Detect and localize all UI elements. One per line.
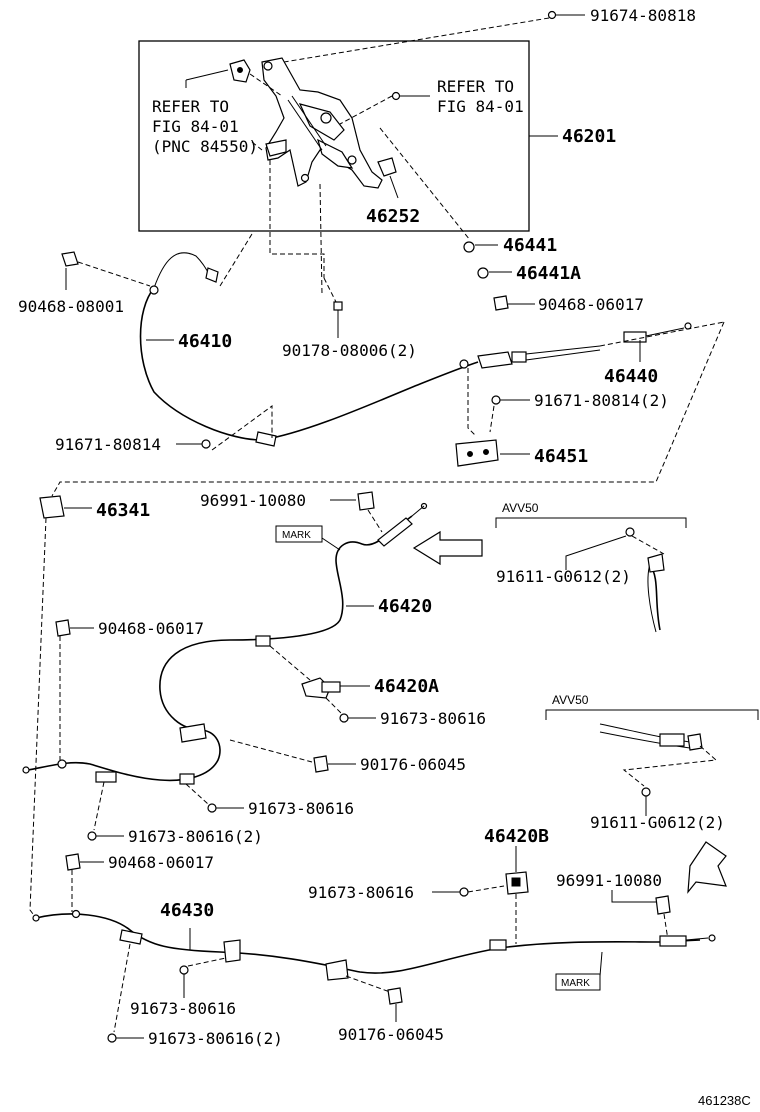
nut-46441 [463,241,498,253]
avv50-detail-top [625,527,665,633]
label-46252: 46252 [366,206,420,227]
label-90176-06045-top: 90176-06045 [360,755,466,774]
rear-cable-46420 [22,502,428,785]
label-46420A: 46420A [374,676,439,697]
bolt-91674-80818 [547,10,585,20]
rear-cable-46430 [32,909,716,981]
label-90468-06017-top: 90468-06017 [538,295,644,314]
clip-96991-10080-top [357,491,375,511]
equalizer-46440 [459,322,692,369]
parking-brake-pedal-assembly [261,57,383,189]
mark-label-bottom: MARK [561,978,590,989]
label-91673-80616-d: 91673-80616 [308,883,414,902]
bolt-91673-80616-f [107,1033,144,1043]
nut-90178-08006 [333,301,343,338]
bolt-91673-80616-d [459,885,505,897]
refer-note-right-line1: REFER TO [437,77,514,96]
avv50-detail-bottom [599,723,703,751]
label-46201: 46201 [562,126,616,147]
label-46441A: 46441A [516,263,581,284]
avv50-label-top: AVV50 [502,501,539,515]
refer-note-left-line1: REFER TO [152,97,229,116]
label-46341: 46341 [96,500,150,521]
label-96991-10080-top: 96991-10080 [200,491,306,510]
bolt-91671-80814-right [491,395,530,405]
bolt-91673-80616-b [207,803,244,813]
front-cable-46410 [139,252,479,447]
label-46440: 46440 [604,366,658,387]
figure-code: 461238C [698,1093,751,1108]
clip-90468-06017-bottom [65,853,81,871]
clip-90468-08001 [61,251,79,267]
refer-note-left-line3: (PNC 84550) [152,137,258,156]
refer-note-left-line2: FIG 84-01 [152,117,239,136]
mark-box-top [275,525,323,543]
label-91673-80616-c: 91673-80616(2) [128,827,263,846]
label-91673-80616-b: 91673-80616 [248,799,354,818]
label-46410: 46410 [178,331,232,352]
label-91673-80616-e: 91673-80616 [130,999,236,1018]
bolt-91673-80616-e [179,965,189,998]
clip-96991-10080-bottom [655,895,671,915]
label-46451: 46451 [534,446,588,467]
clip-90468-06017-top [493,295,509,311]
label-46430: 46430 [160,900,214,921]
bolt-91673-80616-a [339,713,376,723]
label-90178-08006: 90178-08006(2) [282,341,417,360]
bracket-46420A [301,677,341,699]
clip-46252 [377,157,397,177]
label-46420: 46420 [378,596,432,617]
label-90468-08001: 90468-08001 [18,297,124,316]
bracket-46420B [505,871,529,895]
label-91611-G0612-top: 91611-G0612(2) [496,567,631,586]
label-91611-G0612-bottom: 91611-G0612(2) [590,813,725,832]
view-arrow-down [687,841,727,894]
label-91673-80616-a: 91673-80616 [380,709,486,728]
grommet-90176-06045-top [313,755,356,773]
refer-note-right-line2: FIG 84-01 [437,97,524,116]
label-46420B: 46420B [484,826,549,847]
label-90468-06017-mid: 90468-06017 [98,619,204,638]
equalizer-link-46341 [39,495,92,519]
label-91671-80814-right: 91671-80814(2) [534,391,669,410]
bolt-refer-right [391,91,430,101]
label-91671-80814-left: 91671-80814 [55,435,161,454]
grommet-90176-06045-bottom [387,987,403,1022]
label-91674-80818: 91674-80818 [590,6,696,25]
view-arrow-left [412,530,483,566]
mark-box-bottom [555,973,601,991]
label-90176-06045-bottom: 90176-06045 [338,1025,444,1044]
bolt-91611-G0612-bottom [641,787,651,816]
bolt-91671-80814-left [176,439,211,449]
mark-label-top: MARK [282,530,311,541]
avv50-label-bottom: AVV50 [552,693,589,707]
switch-bracket [229,59,251,83]
bolt-91673-80616-c [87,831,124,841]
label-96991-10080-bottom: 96991-10080 [556,871,662,890]
label-46441: 46441 [503,235,557,256]
bracket-46451 [455,439,499,467]
label-91673-80616-f: 91673-80616(2) [148,1029,283,1048]
label-90468-06017-bottom: 90468-06017 [108,853,214,872]
nut-46441A [477,267,512,279]
clip-90468-06017-mid [55,619,71,637]
